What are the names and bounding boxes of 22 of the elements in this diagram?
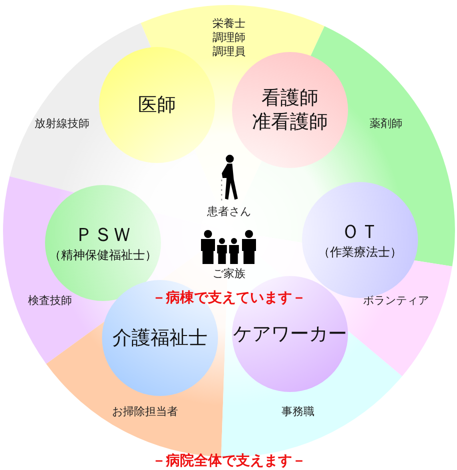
- role-name: 准看護師: [252, 110, 328, 134]
- slogan: －病棟で支えています－: [152, 291, 306, 305]
- slogan: －病院全体で支えます－: [152, 454, 306, 468]
- role-name: （精神保健福祉士）: [49, 247, 157, 263]
- role-label: お掃除担当者: [112, 405, 178, 419]
- role-name: 医師: [138, 93, 176, 117]
- role-name: 看護師: [262, 86, 318, 110]
- role-label: 栄養士: [212, 17, 246, 31]
- role-label: 調理員: [212, 45, 246, 59]
- role-label: 薬剤師: [370, 117, 402, 131]
- role-name: ＯＴ: [341, 220, 379, 244]
- role-name: ＰＳＷ: [74, 223, 132, 247]
- role-label: 調理師: [212, 31, 246, 45]
- role-label: 検査技師: [28, 294, 72, 308]
- icon-caption: ご家族: [212, 267, 246, 281]
- role-label: ボランティア: [363, 294, 429, 308]
- role-name: ケアワーカー: [233, 322, 347, 346]
- role-name: （作業療法士）: [318, 244, 402, 260]
- icon-caption: 患者さん: [207, 205, 251, 219]
- role-name: 介護福祉士: [112, 326, 208, 350]
- role-label: 放射線技師: [34, 117, 90, 131]
- role-label: 事務職: [282, 405, 314, 419]
